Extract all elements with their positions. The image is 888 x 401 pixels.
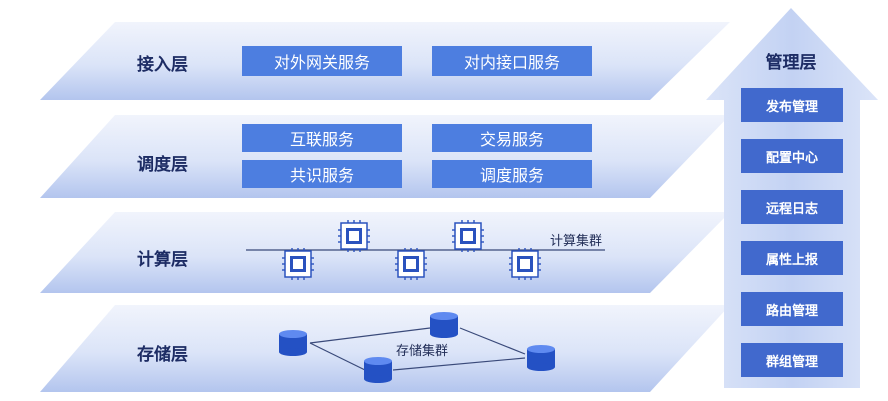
chip-icon <box>337 219 371 253</box>
chip-icon <box>508 247 542 281</box>
layer-title-storage: 存储层 <box>137 345 188 365</box>
database-icon <box>364 357 392 383</box>
management-title: 管理层 <box>765 53 817 73</box>
layer-title-access: 接入层 <box>137 55 188 75</box>
layer-title-schedule: 调度层 <box>137 155 188 175</box>
layer-band-storage <box>40 305 730 392</box>
compute-cluster-label: 计算集群 <box>550 234 603 249</box>
service-scheduling: 调度服务 <box>432 160 592 188</box>
database-icon <box>527 345 555 371</box>
chip-icon <box>281 247 315 281</box>
mgmt-item-remote-log: 远程日志 <box>741 190 843 224</box>
service-external-gateway: 对外网关服务 <box>242 46 402 76</box>
service-internal-api: 对内接口服务 <box>432 46 592 76</box>
mgmt-item-attribute-report: 属性上报 <box>741 241 843 275</box>
service-consensus: 共识服务 <box>242 160 402 188</box>
mgmt-item-release: 发布管理 <box>741 88 843 122</box>
mgmt-item-routing: 路由管理 <box>741 292 843 326</box>
database-icon <box>279 330 307 356</box>
chip-icon <box>451 219 485 253</box>
database-icon <box>430 312 458 338</box>
service-interconnect: 互联服务 <box>242 124 402 152</box>
layer-band-compute <box>40 212 730 293</box>
mgmt-item-config-center: 配置中心 <box>741 139 843 173</box>
mgmt-item-group: 群组管理 <box>741 343 843 377</box>
service-transaction: 交易服务 <box>432 124 592 152</box>
chip-icon <box>394 247 428 281</box>
storage-links <box>309 327 526 371</box>
layer-title-compute: 计算层 <box>137 250 188 270</box>
storage-cluster-label: 存储集群 <box>396 344 449 359</box>
